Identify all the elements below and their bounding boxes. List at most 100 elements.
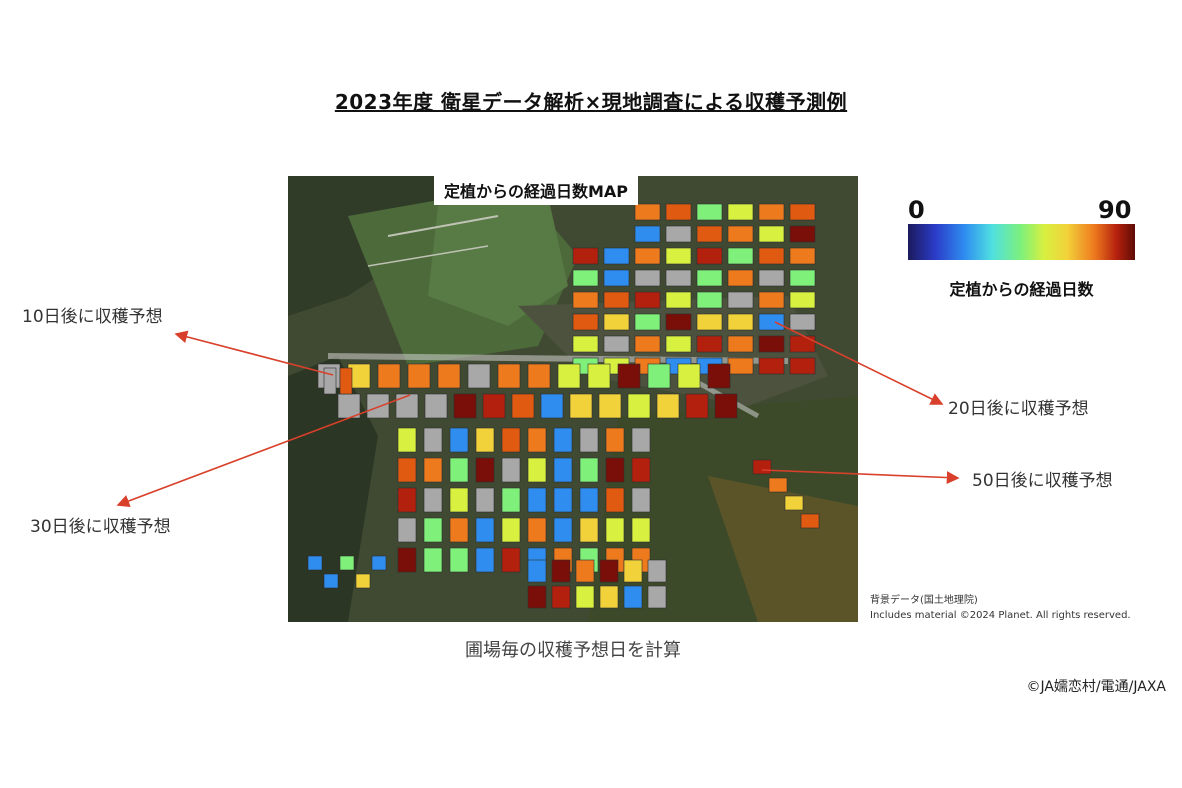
field-plot [696,225,723,243]
field-plot [634,225,661,243]
field-plot [665,291,692,309]
field-plot [475,547,495,573]
field-plot [696,269,723,287]
field-plot [527,517,547,543]
field-plot [727,291,754,309]
field-plot [572,335,599,353]
field-plot [758,357,785,375]
annotation-30-days: 30日後に収穫予想 [30,517,171,537]
field-plot [579,427,599,453]
background-credit-line2: Includes material ©2024 Planet. All righ… [870,610,1131,621]
background-credit: 背景データ(国土地理院) Includes material ©2024 Pla… [870,593,1131,623]
field-plot [553,487,573,513]
field-plot [631,487,651,513]
field-plot [789,269,816,287]
field-plot [665,335,692,353]
arrow-10 [174,330,334,376]
field-plot [355,573,371,589]
field-plot [603,313,630,331]
field-plot [437,363,461,389]
field-plot [501,427,521,453]
field-plot [397,427,417,453]
field-plot [475,517,495,543]
field-plot [634,203,661,221]
field-plot [572,269,599,287]
field-plot [789,313,816,331]
field-plot [789,357,816,375]
field-plot [423,457,443,483]
field-plot [579,457,599,483]
field-plot [603,269,630,287]
field-plot [789,203,816,221]
field-plot [605,457,625,483]
field-plot [501,547,521,573]
field-plot [366,393,390,419]
field-plot [423,427,443,453]
field-plot [800,513,820,529]
field-plot [540,393,564,419]
field-plot [397,487,417,513]
field-plot [665,225,692,243]
field-plot [599,559,619,583]
map-canvas [288,176,858,622]
field-plot [407,363,431,389]
field-plot [696,203,723,221]
field-plot [449,517,469,543]
field-plot [603,247,630,265]
field-plot [579,487,599,513]
field-plot [789,247,816,265]
field-plot [727,313,754,331]
field-plot [665,269,692,287]
field-plot [656,393,680,419]
field-plot [605,517,625,543]
field-plot [449,487,469,513]
field-plot [475,427,495,453]
field-plot [727,247,754,265]
field-plot [572,291,599,309]
field-plot [527,487,547,513]
field-plot [634,313,661,331]
field-plot [696,291,723,309]
field-plot [551,559,571,583]
field-plot [634,335,661,353]
field-plot [634,247,661,265]
field-plot [631,457,651,483]
arrow-20 [774,321,944,405]
field-plot [323,573,339,589]
field-plot [727,225,754,243]
field-plot [371,555,387,571]
copyright: ©JA嬬恋村/電通/JAXA [1026,679,1166,695]
field-plot [501,517,521,543]
field-plot [631,427,651,453]
field-plot [453,393,477,419]
map-title: 定植からの経過日数MAP [434,176,639,205]
field-plot [605,487,625,513]
field-plot [579,517,599,543]
field-plot [598,393,622,419]
field-plot [677,363,701,389]
field-plot [423,487,443,513]
field-plot [758,269,785,287]
field-plot [784,495,804,511]
legend-color-bar [908,224,1135,260]
field-plot [377,363,401,389]
field-plot [727,269,754,287]
field-plot [527,363,551,389]
field-plot [449,547,469,573]
field-plot [395,393,419,419]
field-plot [603,335,630,353]
field-plot [605,427,625,453]
field-plot [553,517,573,543]
field-plot [397,457,417,483]
field-plot [696,247,723,265]
field-plot [758,247,785,265]
field-plot [634,291,661,309]
field-plot [572,247,599,265]
field-plot [527,427,547,453]
legend-caption: 定植からの経過日数 [949,280,1094,299]
field-plot [696,335,723,353]
field-plot [623,559,643,583]
field-plot [623,585,643,609]
field-plot [758,203,785,221]
